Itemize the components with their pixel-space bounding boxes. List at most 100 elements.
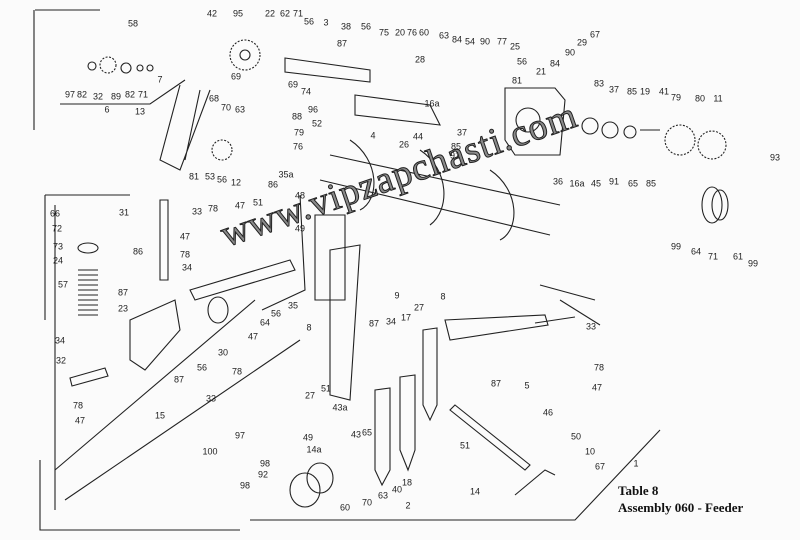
knife-right xyxy=(422,327,438,422)
callout-label: 78 xyxy=(593,362,605,373)
callout-label: 53 xyxy=(204,171,216,182)
callout-label: 84 xyxy=(451,34,463,45)
side-plate-13 xyxy=(159,84,211,171)
callout-label: 40 xyxy=(391,484,403,495)
callout-label: 20 xyxy=(394,27,406,38)
callout-label: 78 xyxy=(179,249,191,260)
callout-label: 28 xyxy=(414,54,426,65)
callout-label: 44 xyxy=(412,131,424,142)
callout-label: 24 xyxy=(52,255,64,266)
callout-label: 42 xyxy=(206,8,218,19)
post xyxy=(314,214,346,301)
callout-label: 88 xyxy=(291,111,303,122)
callout-label: 18 xyxy=(401,477,413,488)
callout-label: 13 xyxy=(134,106,146,117)
callout-label: 76 xyxy=(292,141,304,152)
callout-label: 98 xyxy=(239,480,251,491)
callout-label: 71 xyxy=(292,8,304,19)
callout-label: 79 xyxy=(293,127,305,138)
callout-label: 91 xyxy=(449,150,461,161)
callout-label: 21 xyxy=(535,66,547,77)
callout-label: 78 xyxy=(231,366,243,377)
group-bracket-6 xyxy=(33,9,186,130)
roller-30 xyxy=(207,296,229,324)
callout-label: 70 xyxy=(361,497,373,508)
sprocket-12 xyxy=(211,139,233,161)
callout-label: 60 xyxy=(339,502,351,513)
callout-label: 81 xyxy=(511,75,523,86)
assembly-title: Assembly 060 - Feeder xyxy=(618,500,744,515)
callout-label: 90 xyxy=(479,36,491,47)
callout-label: 32 xyxy=(92,91,104,102)
callout-label: 47 xyxy=(591,382,603,393)
callout-label: 77 xyxy=(496,36,508,47)
callout-label: 27 xyxy=(413,302,425,313)
callout-label: 11 xyxy=(713,93,723,104)
sprocket-41 xyxy=(664,124,696,156)
callout-label: 43 xyxy=(350,429,362,440)
pin-32 xyxy=(69,367,109,387)
callout-label: 70 xyxy=(220,102,232,113)
group-bracket-1 xyxy=(250,284,661,521)
lever-8 xyxy=(329,244,361,401)
shaft-33 xyxy=(534,316,576,324)
callout-label: 29 xyxy=(576,37,588,48)
auger-flights xyxy=(349,139,515,241)
callout-label: 87 xyxy=(173,374,185,385)
tube-35 xyxy=(189,259,296,301)
callout-label: 33 xyxy=(191,206,203,217)
callout-label: 97 xyxy=(234,430,246,441)
callout-label: 33 xyxy=(205,393,217,404)
callout-label: 68 xyxy=(208,93,220,104)
callout-label: 56 xyxy=(196,362,208,373)
callout-label: 67 xyxy=(589,29,601,40)
callout-label: 91 xyxy=(608,176,620,187)
callout-label: 9 xyxy=(394,290,400,301)
callout-label: 48 xyxy=(294,190,306,201)
callout-label: 27 xyxy=(304,390,316,401)
callout-label: 100 xyxy=(202,446,218,457)
callout-label: 92 xyxy=(257,469,269,480)
callout-label: 19 xyxy=(639,86,651,97)
callout-label: 78 xyxy=(207,203,219,214)
top-shaft xyxy=(284,57,371,83)
callout-label: 87 xyxy=(490,378,502,389)
callout-label: 49 xyxy=(294,223,306,234)
callout-label: 64 xyxy=(259,317,271,328)
sprocket-32 xyxy=(99,56,117,74)
callout-label: 56 xyxy=(516,56,528,67)
callout-label: 16a xyxy=(569,178,585,189)
callout-label: 17 xyxy=(400,312,412,323)
callout-label: 85 xyxy=(645,178,657,189)
callout-label: 87 xyxy=(117,287,129,298)
callout-label: 1 xyxy=(633,458,639,469)
title-block: Table 8 Assembly 060 - Feeder xyxy=(618,482,743,516)
callout-label: 32 xyxy=(55,355,67,366)
callout-label: 64 xyxy=(690,246,702,257)
gearbox-21 xyxy=(504,87,566,156)
callout-label: 83 xyxy=(593,78,605,89)
knife-40 xyxy=(374,387,391,487)
callout-label: 46 xyxy=(542,407,554,418)
callout-label: 41 xyxy=(658,86,670,97)
callout-label: 71 xyxy=(707,251,719,262)
callout-label: 30 xyxy=(217,347,229,358)
group-bracket-left xyxy=(39,194,240,531)
cover-26 xyxy=(354,94,441,126)
callout-label: 52 xyxy=(311,118,323,129)
rod-5 xyxy=(449,404,531,471)
callout-label: 7 xyxy=(157,74,163,85)
callout-label: 51 xyxy=(459,440,471,451)
callout-label: 49 xyxy=(302,432,314,443)
callout-label: 72 xyxy=(51,223,63,234)
callout-label: 34 xyxy=(54,335,66,346)
callout-label: 75 xyxy=(378,27,390,38)
callout-label: 87 xyxy=(368,318,380,329)
callout-label: 35 xyxy=(287,300,299,311)
callout-label: 10 xyxy=(584,446,596,457)
callout-label: 31 xyxy=(118,207,130,218)
callout-label: 34 xyxy=(181,262,193,273)
callout-label: 98 xyxy=(259,458,271,469)
callout-label: 62 xyxy=(279,8,291,19)
